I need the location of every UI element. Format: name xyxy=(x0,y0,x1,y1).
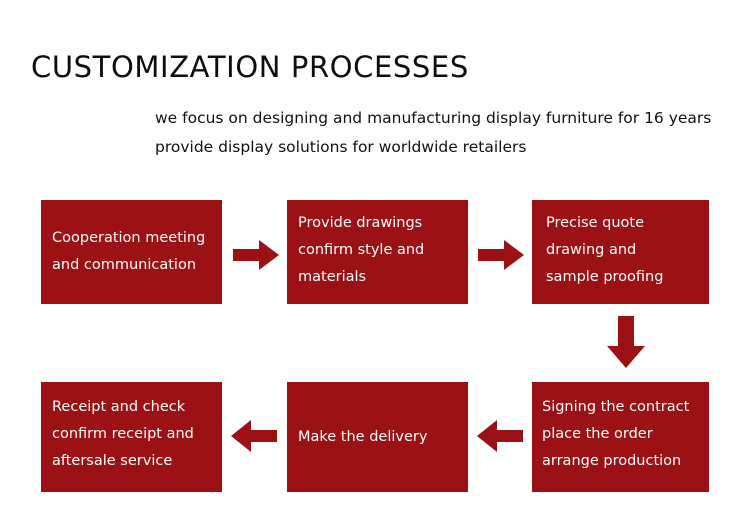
process-step-6[interactable]: Receipt and check confirm receipt and af… xyxy=(41,382,222,492)
subtitle-line-2: provide display solutions for worldwide … xyxy=(155,138,527,156)
process-step-1-line-1: Cooperation meeting xyxy=(52,230,206,246)
process-step-1-line-2: and communication xyxy=(52,257,197,273)
process-step-4-line-3: arrange production xyxy=(542,453,682,469)
process-step-2-line-1: Provide drawings xyxy=(298,215,423,231)
process-step-4[interactable]: Signing the contract place the order arr… xyxy=(532,382,709,492)
process-step-6-line-2: confirm receipt and xyxy=(52,426,194,442)
process-step-2-line-3: materials xyxy=(298,269,367,285)
arrow-down-icon xyxy=(607,316,645,368)
process-step-6-line-3: aftersale service xyxy=(52,453,173,469)
process-step-5[interactable]: Make the delivery xyxy=(287,382,468,492)
process-step-5-line-1: Make the delivery xyxy=(298,428,428,445)
subtitle-line-1: we focus on designing and manufacturing … xyxy=(155,109,712,127)
process-step-3-line-3: sample proofing xyxy=(546,269,664,285)
process-step-2-line-2: confirm style and xyxy=(298,242,425,258)
page-title: CUSTOMIZATION PROCESSES xyxy=(31,50,469,84)
process-step-2[interactable]: Provide drawings confirm style and mater… xyxy=(287,200,468,304)
process-step-3-line-1: Precise quote xyxy=(546,215,645,231)
arrow-left-icon xyxy=(477,420,523,452)
subtitle-block: we focus on designing and manufacturing … xyxy=(155,104,725,162)
process-step-4-line-2: place the order xyxy=(542,426,653,442)
arrow-left-icon xyxy=(231,420,277,452)
process-step-3-line-2: drawing and xyxy=(546,242,637,258)
arrow-right-icon xyxy=(478,240,524,270)
process-step-1[interactable]: Cooperation meeting and communication xyxy=(41,200,222,304)
arrow-right-icon xyxy=(233,240,279,270)
process-step-4-line-1: Signing the contract xyxy=(542,399,690,415)
process-step-3[interactable]: Precise quote drawing and sample proofin… xyxy=(532,200,709,304)
process-step-6-line-1: Receipt and check xyxy=(52,399,186,415)
